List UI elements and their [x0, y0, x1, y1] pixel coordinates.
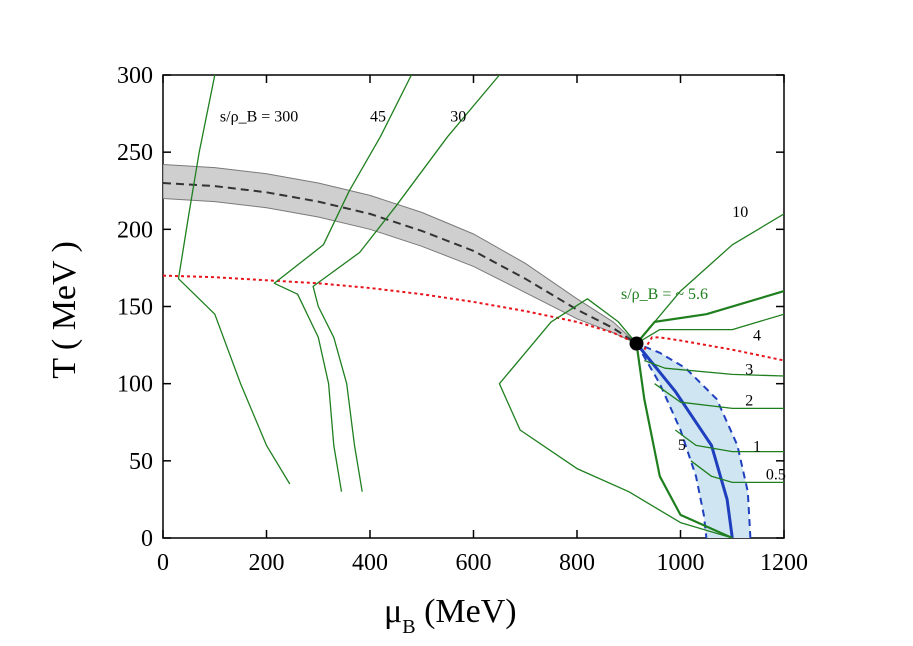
y-tick-label-50: 50 — [129, 449, 153, 475]
isentrope-6 — [636, 313, 784, 345]
x-tick-label-200: 200 — [249, 550, 285, 576]
annotation-7: 2 — [745, 392, 753, 409]
annotation-1: 45 — [370, 108, 386, 125]
isentrope-8 — [654, 383, 784, 410]
x-tick-label-0: 0 — [157, 550, 169, 576]
critical-point — [629, 336, 644, 351]
annotation-4: s/ρ_B = ~ 5.6 — [621, 286, 708, 303]
annotation-3: 10 — [732, 204, 748, 221]
x-tick-label-600: 600 — [456, 550, 492, 576]
y-tick-label-200: 200 — [117, 217, 153, 243]
annotation-5: 4 — [753, 327, 761, 344]
x-tick-label-400: 400 — [352, 550, 388, 576]
isentrope-2 — [312, 75, 500, 492]
y-tick-label-0: 0 — [141, 526, 153, 552]
red-transition-line — [163, 274, 637, 345]
isentrope-10 — [690, 460, 784, 484]
annotation-10: 0.5 — [766, 466, 786, 483]
isentrope-0 — [177, 75, 291, 485]
spinodal-region — [636, 343, 751, 538]
spinodal-left — [635, 342, 708, 538]
plot-layer — [163, 75, 784, 538]
y-tick-label-300: 300 — [117, 63, 153, 89]
annotation-6: 3 — [745, 361, 753, 378]
annotation-8: 1 — [753, 439, 761, 456]
red-spinodal-line — [643, 336, 784, 362]
x-axis-title: μB (MeV) — [384, 593, 517, 638]
isentrope-11 — [635, 343, 733, 538]
y-tick-label-250: 250 — [117, 140, 153, 166]
isentrope-9 — [674, 429, 784, 453]
isentrope-5 — [635, 290, 784, 345]
isentrope-3 — [498, 298, 733, 538]
spinodal-right — [636, 342, 752, 538]
crossover-center-line — [163, 182, 638, 345]
y-tick-label-100: 100 — [117, 372, 153, 398]
isentrope-7 — [644, 359, 784, 377]
isentrope-4 — [636, 213, 784, 344]
annotation-0: s/ρ_B = 300 — [220, 108, 298, 125]
x-tick-label-1000: 1000 — [657, 550, 705, 576]
y-tick-label-150: 150 — [117, 295, 153, 321]
isentrope-1 — [273, 75, 412, 492]
plot-frame — [162, 74, 785, 539]
crossover-band — [163, 163, 637, 344]
x-tick-label-1200: 1200 — [760, 550, 808, 576]
annotation-2: 30 — [450, 108, 466, 125]
annotation-9: 5 — [678, 437, 686, 454]
x-tick-label-800: 800 — [559, 550, 595, 576]
y-axis-title: T ( MeV ) — [46, 241, 83, 379]
first-order-line — [635, 342, 734, 538]
annotation-layer: s/ρ_B = 300 45 30 10 s/ρ_B = ~ 5.6 43 2 1 5 0.5 — [220, 108, 786, 483]
tick-layer: 0 200 400 600 800 1000 1200 0 50 100 150 200 250 300 — [117, 63, 808, 576]
